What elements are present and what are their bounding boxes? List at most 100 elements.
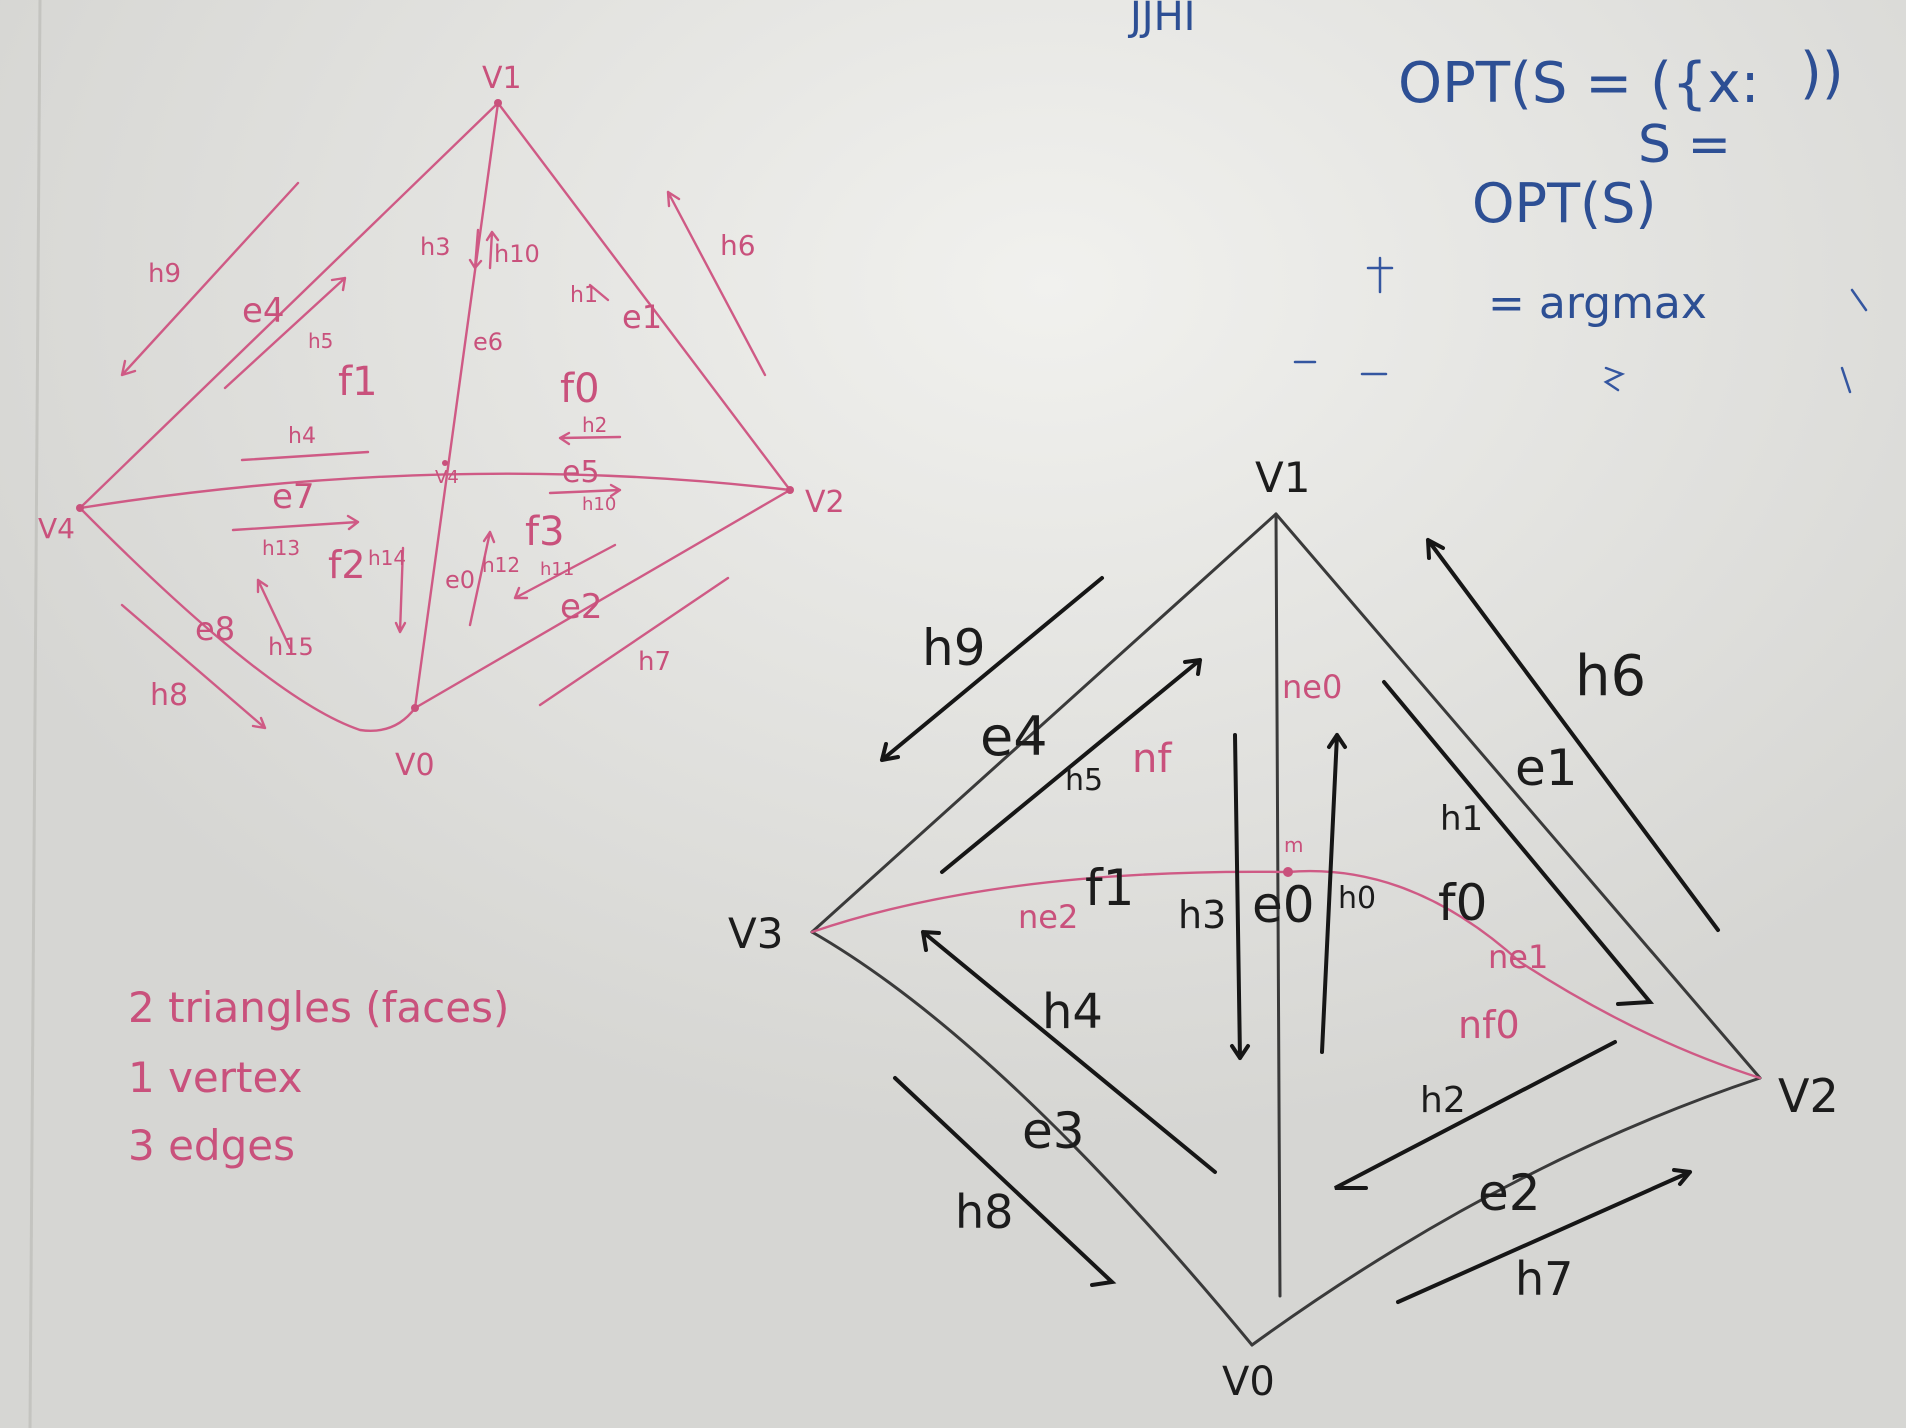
small-edge-v4-v2	[78, 472, 792, 510]
small-label-v2: V2	[805, 485, 845, 520]
large-label-ne2: ne2	[1018, 898, 1078, 936]
large-midpoint-m	[1283, 867, 1293, 877]
small-label-h11: h11	[540, 559, 574, 580]
blue-plus-mark	[1366, 256, 1394, 294]
large-label-h3: h3	[1178, 893, 1226, 937]
small-label-e8: e8	[195, 610, 235, 648]
large-label-h2: h2	[1420, 1080, 1466, 1121]
small-halfedge-arrow-h12	[468, 530, 496, 627]
board-frame-edge	[28, 0, 42, 1428]
small-label-f3: f3	[525, 509, 565, 555]
large-label-h7: h7	[1515, 1252, 1573, 1306]
small-label-e1: e1	[622, 298, 662, 336]
small-label-v4-center: V4	[435, 467, 459, 488]
small-halfedge-arrow-h1	[588, 283, 610, 302]
small-label-h4: h4	[288, 424, 316, 449]
blue-paren-close: ))	[1800, 41, 1844, 106]
small-halfedge-arrow-h8	[120, 603, 267, 730]
small-halfedge-arrow-h6	[666, 190, 767, 377]
large-label-v2: V2	[1778, 1069, 1839, 1123]
large-label-v0: V0	[1222, 1359, 1275, 1405]
small-label-h9: h9	[148, 259, 181, 289]
small-halfedge-arrow-h11	[513, 543, 617, 600]
small-label-f2: f2	[328, 543, 366, 587]
small-vertex-dot-v2	[786, 486, 794, 494]
large-label-m: m	[1284, 833, 1303, 857]
large-halfedge-arrow-h8	[893, 1076, 1117, 1287]
small-halfedge-arrow-h4	[240, 450, 370, 462]
small-label-h10-top: h10	[494, 240, 540, 268]
large-halfedge-arrow-h0	[1320, 733, 1347, 1054]
large-edge-v0-v2	[1250, 1076, 1762, 1347]
small-vertex-dot-center	[442, 460, 448, 466]
small-halfedge-arrow-h3	[468, 228, 483, 270]
small-label-h1: h1	[570, 283, 598, 308]
small-edge-v0-v2	[413, 488, 792, 710]
small-label-h3: h3	[420, 233, 450, 261]
large-edge-v3-v0	[810, 930, 1254, 1347]
small-halfedge-arrow-h7	[538, 576, 730, 707]
small-halfedge-arrow-h15	[256, 578, 292, 650]
small-halfedge-arrow-h9	[120, 181, 300, 377]
small-label-h10: h10	[582, 494, 616, 515]
small-halfedge-arrow-h10-top	[485, 230, 500, 270]
note-vertex-line: 1 vertex	[128, 1053, 302, 1102]
large-label-e4: e4	[980, 705, 1048, 768]
large-label-v1: V1	[1255, 453, 1310, 502]
small-label-h13: h13	[262, 536, 300, 560]
large-halfedge-arrow-h1	[1382, 680, 1655, 1006]
small-halfedge-arrow-h5	[223, 276, 347, 390]
large-label-e0: e0	[1252, 876, 1315, 934]
small-label-h8: h8	[150, 678, 188, 713]
small-label-f0: f0	[560, 366, 600, 412]
blue-argmax: = argmax	[1488, 278, 1707, 329]
blue-minus-marks	[1293, 360, 1388, 376]
large-halfedge-arrow-h7	[1396, 1168, 1692, 1304]
small-vertex-dot-v4	[76, 504, 84, 512]
large-new-edge-ne1	[1286, 869, 1762, 1080]
small-label-e7: e7	[272, 477, 315, 517]
small-edge-v1-v2	[496, 101, 792, 492]
large-halfedge-arrow-h5	[940, 658, 1202, 874]
large-label-f1: f1	[1085, 859, 1134, 917]
large-new-edge-ne2	[810, 870, 1290, 934]
blue-notes: JJHI OPT(S = ({x: )) S = OPT(S) = argmax	[1127, 0, 1868, 394]
blue-top-fragment: JJHI	[1127, 0, 1195, 40]
small-mesh-diagram: V1 V2 V4 V0 V4 f0 f1 f2 f3 e4 e1 e6 e5 e…	[38, 61, 845, 783]
counts-note: 2 triangles (faces) 1 vertex 3 edges	[128, 983, 509, 1170]
large-label-ne1: ne1	[1488, 938, 1548, 976]
blue-opt-line1: OPT(S = ({x:	[1398, 51, 1759, 116]
large-label-nf0: nf0	[1458, 1003, 1520, 1047]
small-label-e5: e5	[562, 455, 600, 490]
small-label-h2: h2	[582, 413, 607, 437]
small-label-h14: h14	[368, 546, 406, 570]
large-edge-v1-v0	[1274, 512, 1282, 1298]
large-label-e1: e1	[1515, 739, 1578, 797]
small-halfedge-arrow-h13	[231, 514, 360, 532]
small-edge-v1-v4	[78, 101, 500, 510]
small-halfedge-arrow-h2	[558, 431, 622, 446]
blue-opt-line2: OPT(S)	[1472, 172, 1656, 235]
large-edge-v1-v2	[1274, 512, 1762, 1080]
large-halfedge-arrow-h3	[1230, 733, 1250, 1060]
small-label-v0: V0	[395, 748, 435, 783]
small-label-h5: h5	[308, 329, 333, 353]
large-edge-v3-v1	[810, 512, 1278, 934]
large-label-h0: h0	[1338, 881, 1376, 916]
large-label-h9: h9	[922, 619, 986, 677]
blue-s-equals: S =	[1638, 115, 1731, 175]
large-label-v3: V3	[728, 909, 783, 958]
large-label-e3: e3	[1022, 1102, 1085, 1160]
small-label-h15: h15	[268, 633, 314, 661]
small-label-h7: h7	[638, 647, 671, 677]
large-label-h6: h6	[1575, 644, 1646, 709]
large-label-ne0: ne0	[1282, 668, 1342, 706]
large-label-h5: h5	[1065, 763, 1103, 798]
small-edge-v4-v0	[78, 506, 417, 732]
small-label-e6: e6	[473, 328, 503, 356]
blue-sum-mark	[1603, 366, 1626, 392]
large-halfedge-arrow-h2	[1334, 1040, 1617, 1190]
large-halfedge-arrow-h4	[921, 930, 1217, 1174]
large-label-f0: f0	[1438, 874, 1487, 932]
large-label-h4: h4	[1042, 984, 1103, 1040]
